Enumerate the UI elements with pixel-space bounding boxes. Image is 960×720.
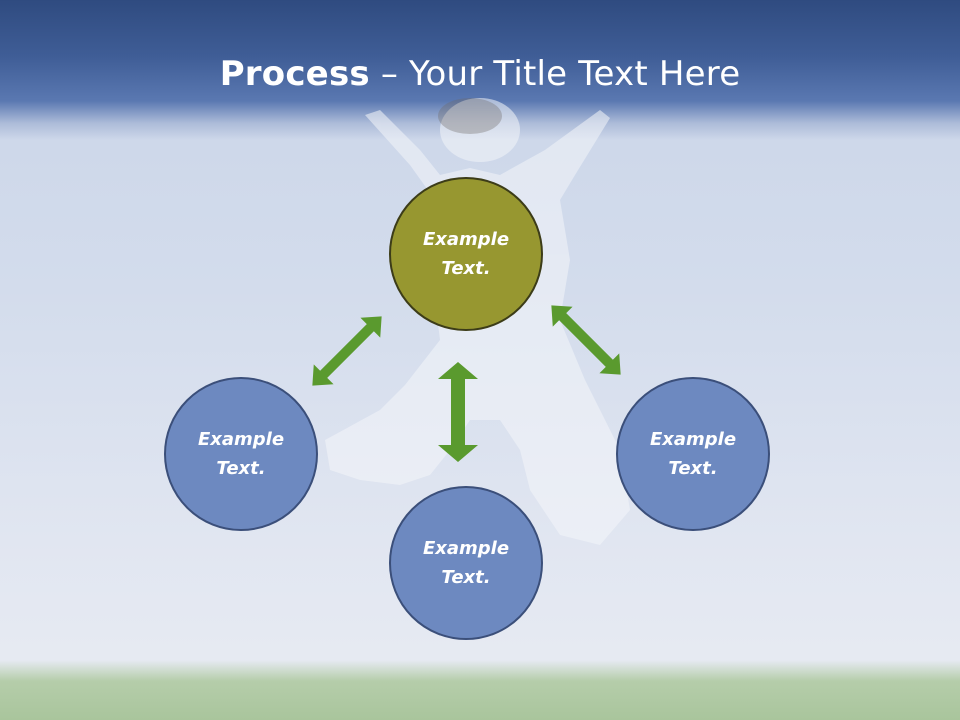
title-rest: – Your Title Text Here — [369, 54, 741, 94]
arrow-top-bottom — [438, 362, 478, 462]
slide-title: Process – Your Title Text Here — [0, 52, 960, 96]
grass-field — [0, 660, 960, 720]
title-bold: Process — [219, 54, 370, 94]
arrow-top-left — [312, 316, 382, 386]
arrow-top-right — [551, 305, 621, 375]
